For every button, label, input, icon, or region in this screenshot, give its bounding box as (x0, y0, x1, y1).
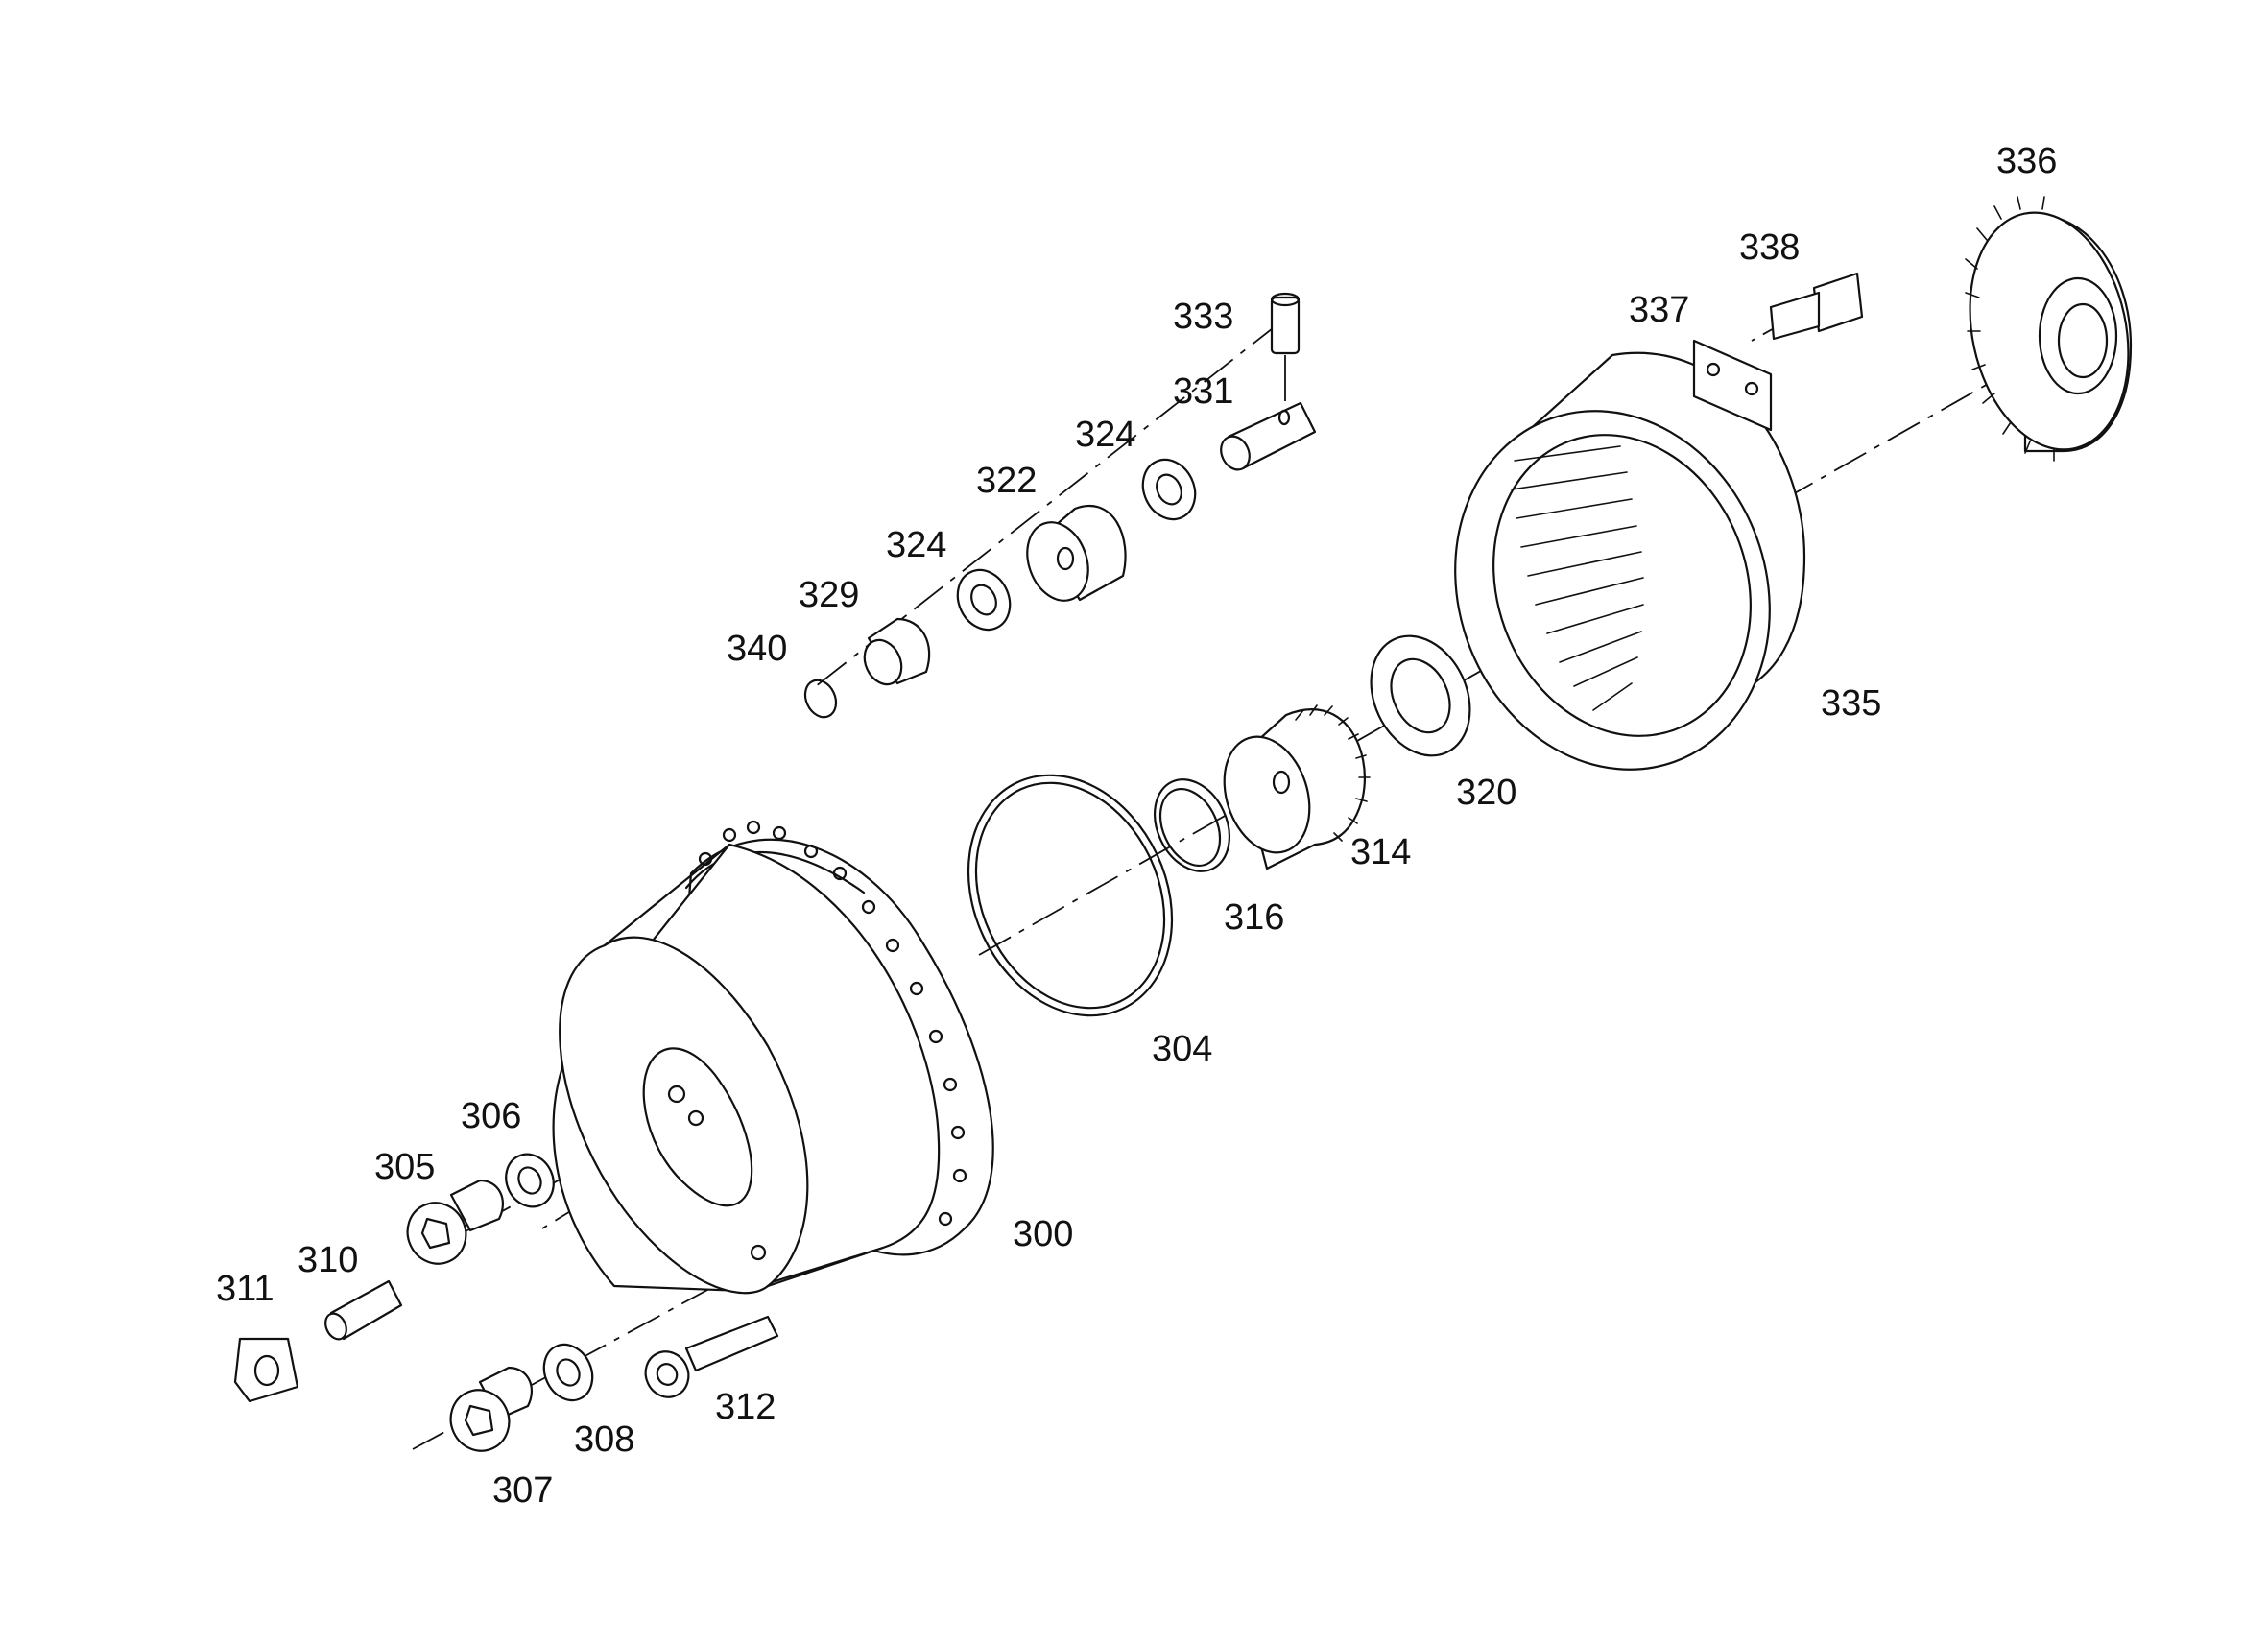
label-304: 304 (1152, 1029, 1212, 1069)
drive-gear-336 (1965, 196, 2133, 462)
label-333: 333 (1173, 297, 1233, 337)
sleeve-333 (1270, 292, 1301, 355)
ring-gear-335 (1454, 351, 1806, 771)
label-312: 312 (715, 1387, 776, 1427)
label-335: 335 (1821, 683, 1881, 724)
label-331: 331 (1173, 371, 1233, 412)
label-340: 340 (727, 629, 787, 669)
screw-312 (644, 1315, 779, 1398)
label-337: 337 (1629, 290, 1689, 330)
label-324-upper: 324 (1075, 415, 1135, 455)
label-308: 308 (574, 1419, 634, 1460)
stud-310 (324, 1279, 403, 1341)
lock-plate-337 (1692, 339, 1773, 432)
nut-311 (233, 1337, 299, 1403)
plug-305 (406, 1179, 504, 1265)
circlip-316 (1154, 778, 1230, 872)
label-307: 307 (492, 1470, 553, 1511)
pin-331 (1220, 401, 1317, 471)
label-310: 310 (298, 1240, 358, 1280)
plug-307 (449, 1366, 533, 1452)
label-324-lower: 324 (886, 525, 946, 565)
seal-washer-306 (505, 1153, 555, 1208)
planet-gear-322 (1026, 505, 1127, 602)
label-329: 329 (799, 575, 859, 615)
label-336: 336 (1996, 141, 2057, 181)
thrust-washer-320 (1370, 634, 1471, 757)
label-320: 320 (1456, 773, 1516, 813)
housing-300 (552, 820, 994, 1295)
label-305: 305 (374, 1147, 435, 1187)
bearing-324-upper (1141, 458, 1197, 521)
bearing-324-lower (956, 568, 1012, 632)
label-306: 306 (461, 1096, 521, 1136)
label-300: 300 (1013, 1214, 1073, 1254)
gear-314 (1223, 704, 1371, 870)
label-314: 314 (1350, 832, 1411, 872)
o-ring-304 (967, 774, 1174, 1017)
label-322: 322 (976, 461, 1037, 501)
callout-labels: 336 338 337 333 331 324 322 324 329 340 … (216, 141, 2057, 1511)
snap-ring-340 (803, 679, 838, 719)
label-338: 338 (1739, 227, 1800, 268)
needle-bearing-329 (863, 617, 931, 686)
label-311: 311 (216, 1269, 275, 1309)
label-316: 316 (1224, 897, 1284, 938)
washer-308 (542, 1343, 594, 1402)
bolt-338 (1769, 272, 1864, 341)
